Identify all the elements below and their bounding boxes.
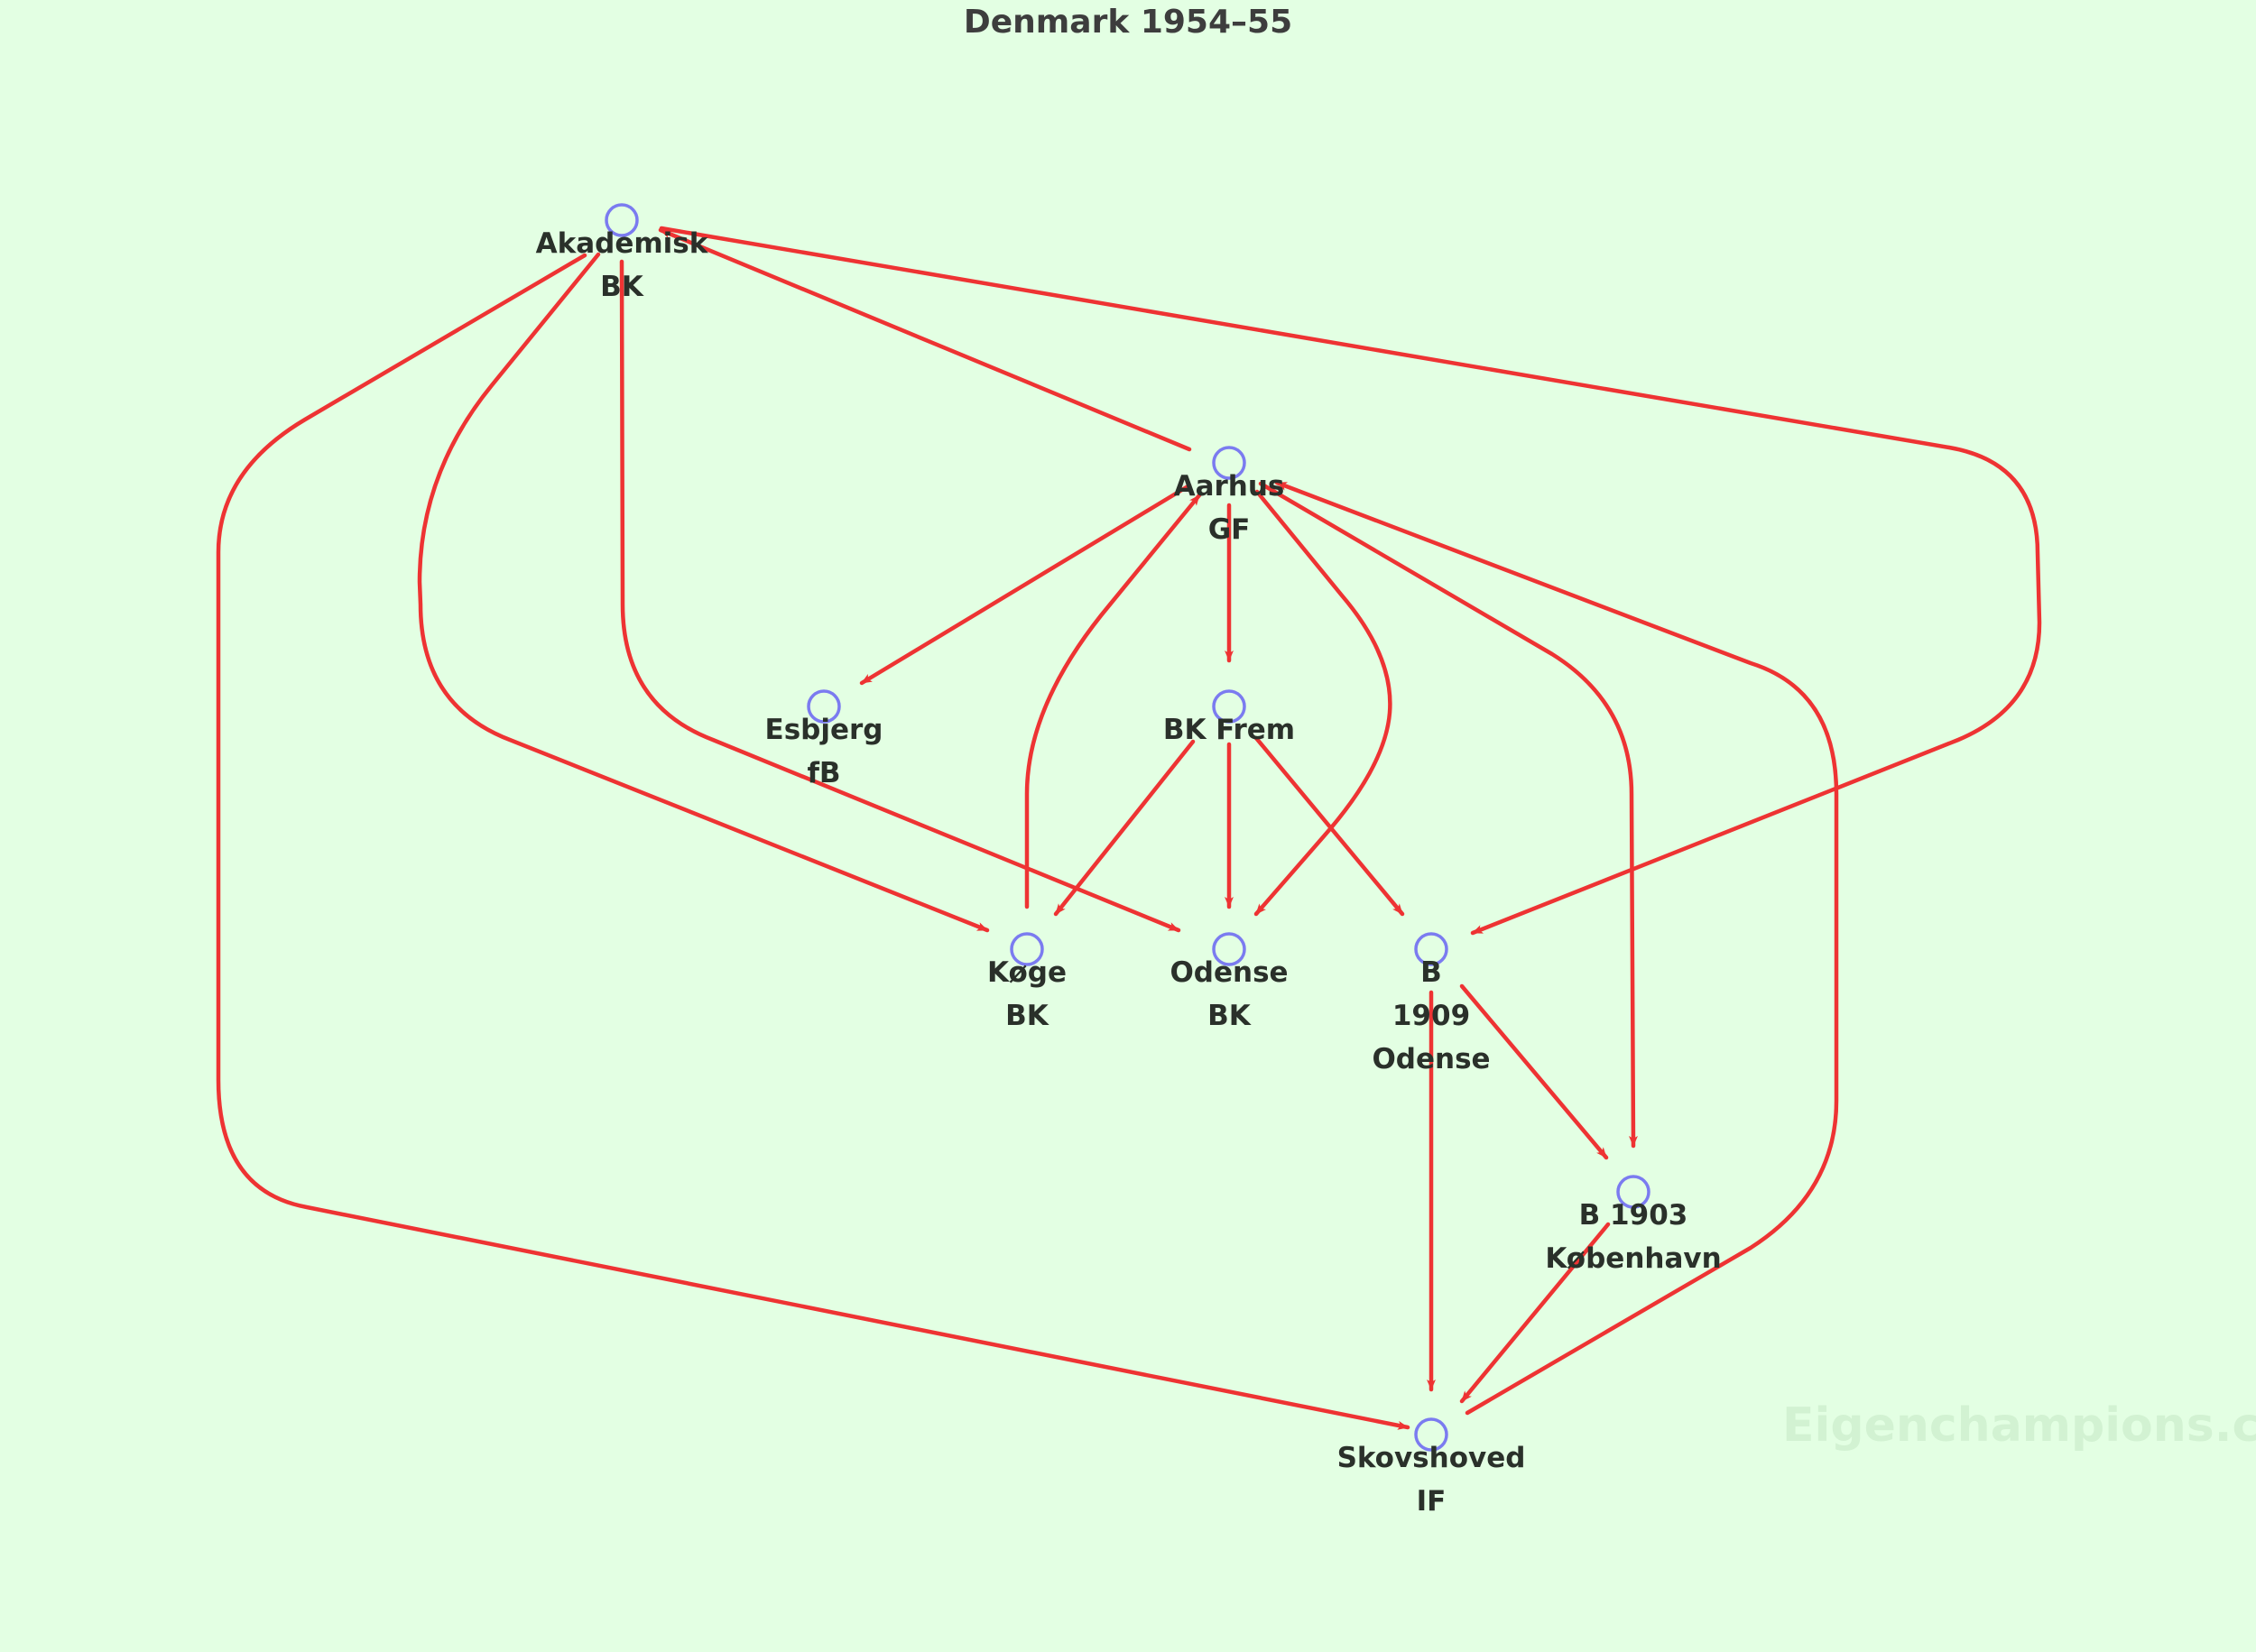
edge-frem-to-koge	[1053, 739, 1196, 917]
node-label: B 1903	[1579, 1199, 1688, 1232]
edge-akademisk-to-koge	[417, 252, 990, 933]
edge-akademisk-to-skovshoved	[216, 253, 1410, 1430]
node-label: B	[1420, 956, 1442, 989]
edge-aarhus-to-b1903	[1258, 481, 1638, 1149]
edge-b1909-to-b1903	[1459, 983, 1609, 1160]
node-label: BK	[1207, 1000, 1252, 1032]
node-marker[interactable]	[1414, 1417, 1448, 1452]
diagram-title: Denmark 1954–55	[964, 4, 1292, 41]
node-label: Odense	[1170, 956, 1288, 989]
node-frem[interactable]: BK Frem	[1163, 689, 1295, 746]
edge-akademisk-to-b1909	[659, 226, 2042, 936]
edge-koge-to-aarhus	[1024, 493, 1202, 909]
node-label: fB	[807, 757, 840, 789]
node-marker[interactable]	[1414, 932, 1448, 966]
node-label: BK	[1005, 1000, 1049, 1032]
edge-skovshoved-to-aarhus	[1274, 480, 1839, 1416]
edge-aarhus-to-odense-bk	[1253, 489, 1392, 917]
node-label: Odense	[1372, 1043, 1490, 1075]
edge-frem-to-b1909	[1253, 735, 1405, 917]
node-label: BK Frem	[1163, 714, 1295, 746]
edge-akademisk-to-odense-bk	[619, 259, 1181, 933]
node-label: 1909	[1392, 1000, 1470, 1032]
node-marker[interactable]	[1212, 446, 1246, 480]
node-label: Køge	[987, 956, 1067, 989]
edge-aarhus-to-esbjerg	[859, 483, 1192, 686]
node-marker[interactable]	[1212, 689, 1246, 724]
node-marker[interactable]	[1212, 932, 1246, 966]
node-label: Esbjerg	[765, 714, 883, 746]
node-label: IF	[1417, 1485, 1447, 1518]
edge-aarhus-to-akademisk	[658, 227, 1192, 452]
watermark: Eigenchampions.com	[1782, 1398, 2256, 1453]
node-label: BK	[600, 271, 644, 303]
node-label: GF	[1208, 513, 1251, 546]
node-esbjerg[interactable]: Esbjerg fB	[765, 689, 883, 789]
node-marker[interactable]	[1616, 1175, 1650, 1209]
node-label: Akademisk	[536, 227, 709, 260]
node-marker[interactable]	[605, 203, 639, 237]
edge-b1903-to-skovshoved	[1459, 1222, 1611, 1404]
node-label: Skovshoved	[1337, 1442, 1526, 1474]
node-marker[interactable]	[807, 689, 841, 724]
node-label: Aarhus	[1174, 470, 1285, 503]
edges	[216, 226, 2042, 1430]
node-label: København	[1545, 1242, 1721, 1275]
node-marker[interactable]	[1010, 932, 1044, 966]
